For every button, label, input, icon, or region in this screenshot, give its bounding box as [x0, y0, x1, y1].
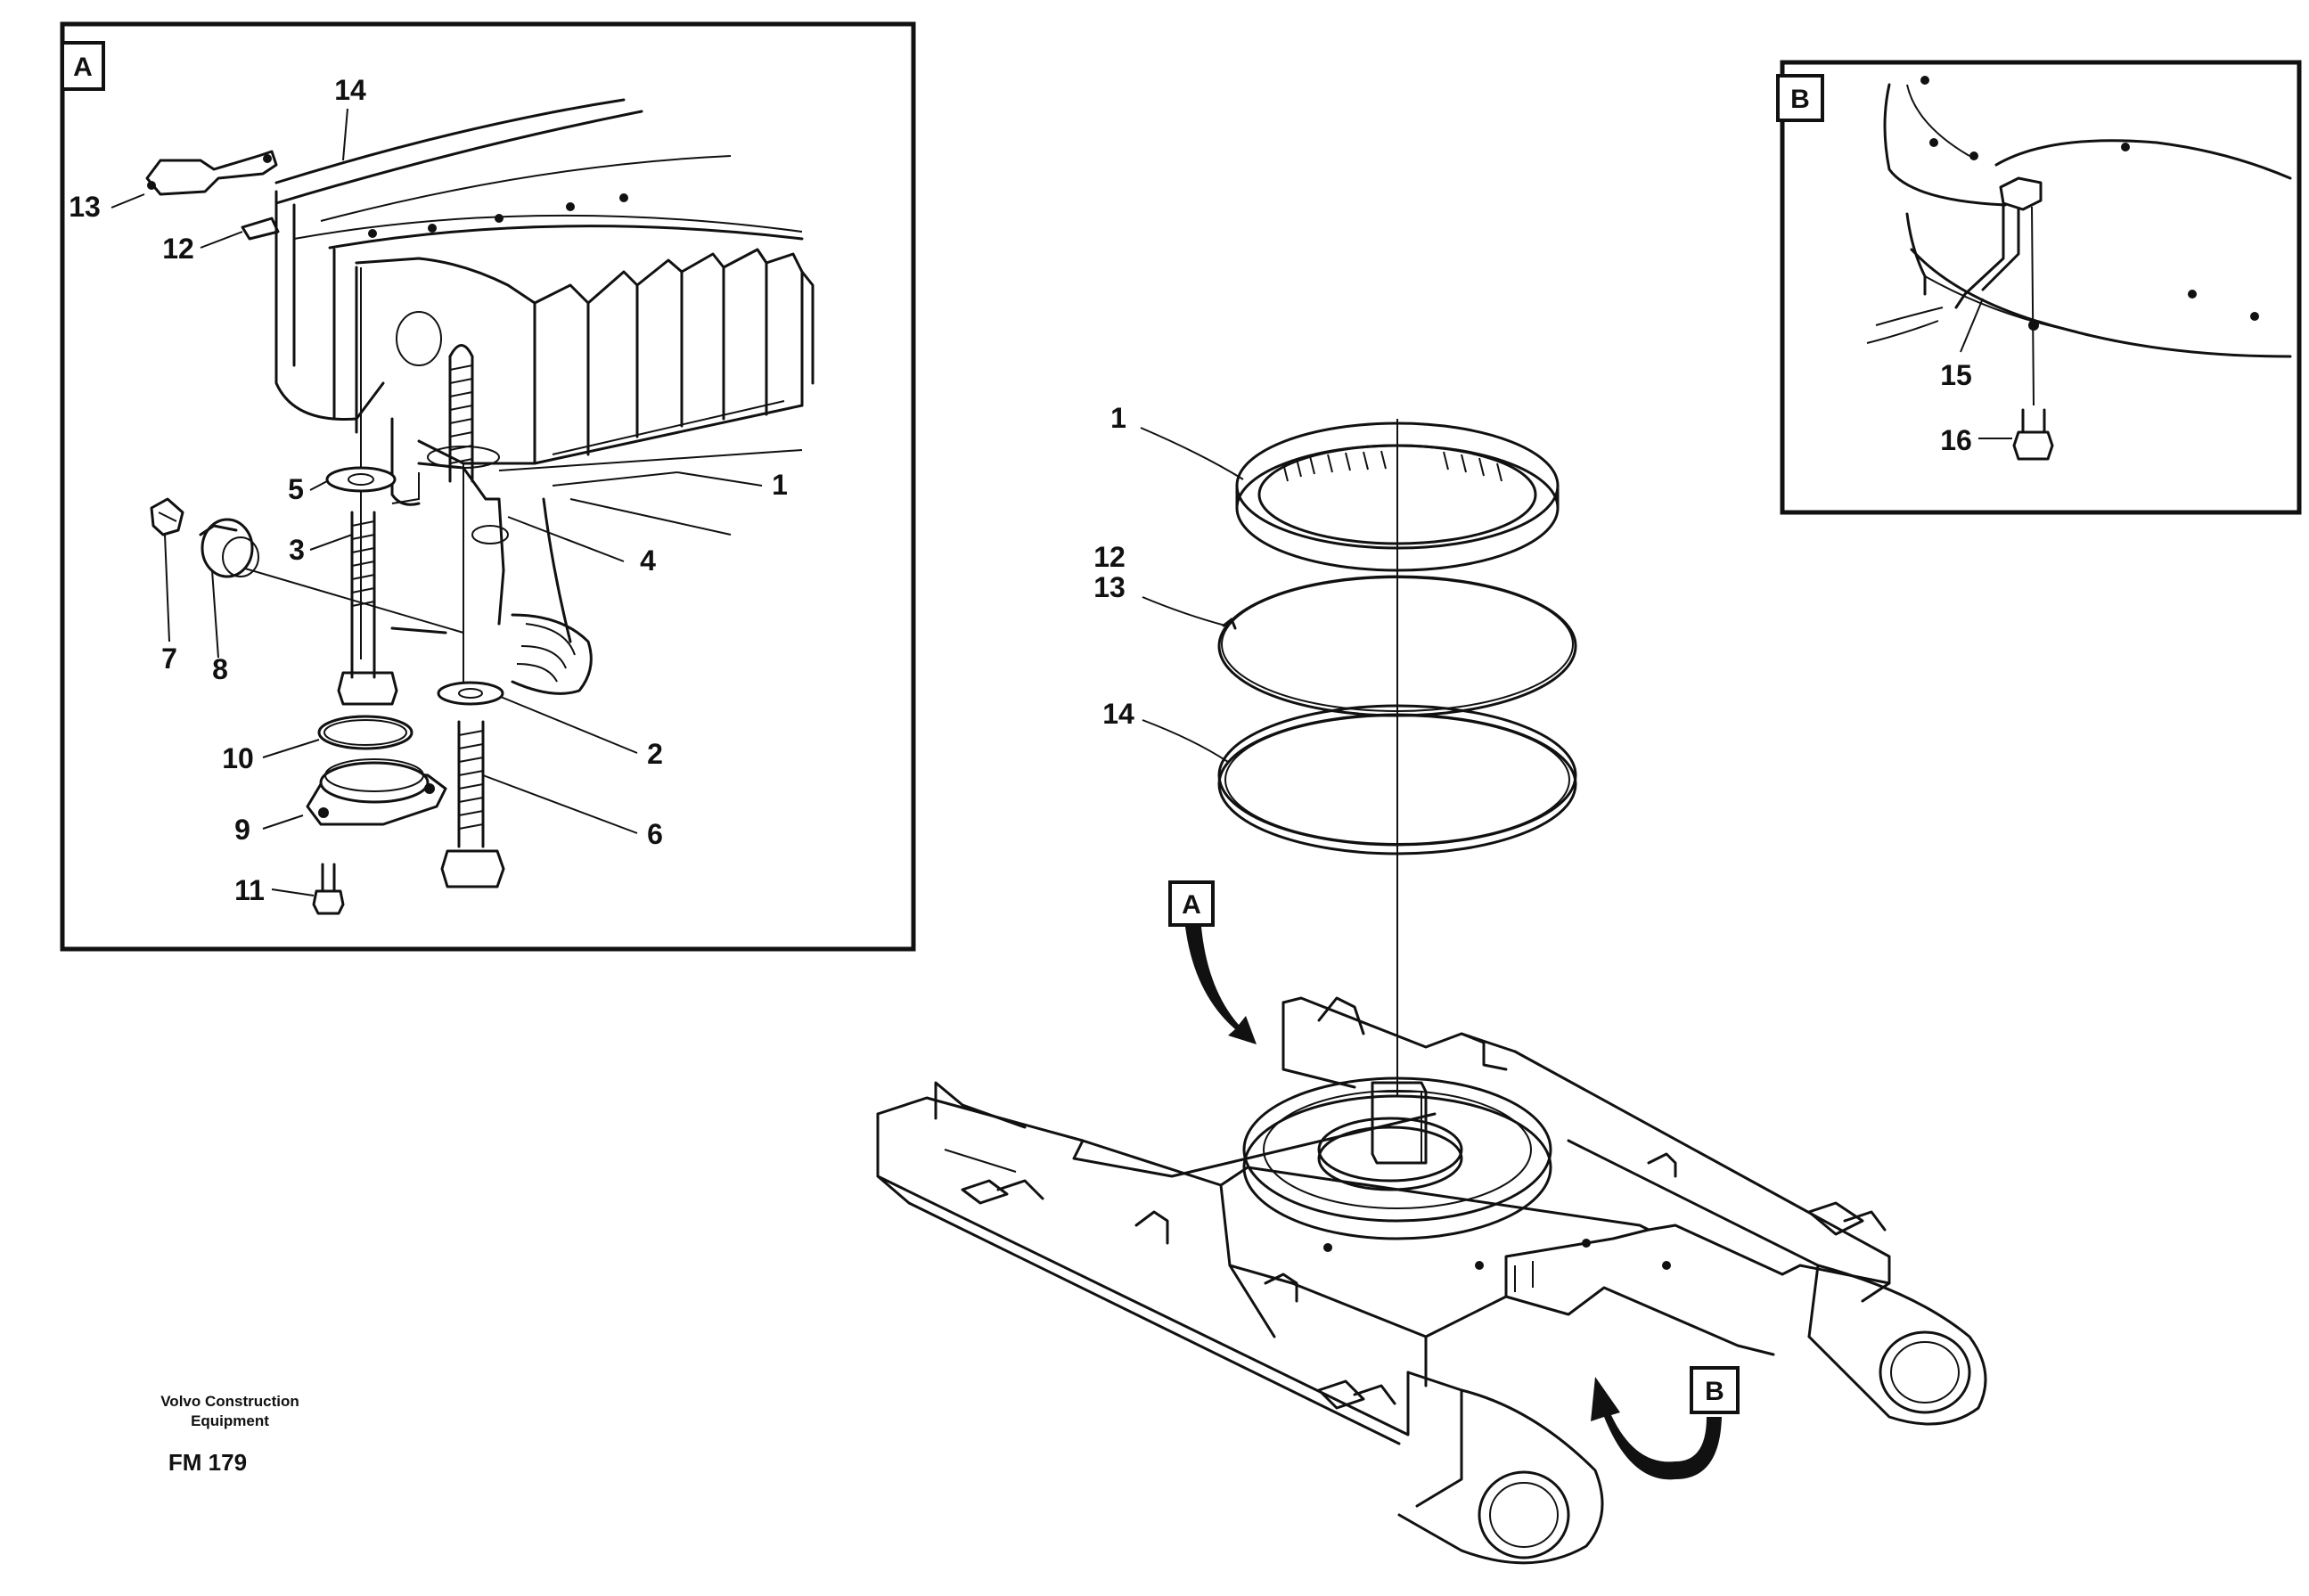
- detail-b-frame: [1780, 60, 2302, 515]
- ref-b-letter: B: [1705, 1377, 1724, 1406]
- callout-a-7: 7: [161, 642, 177, 675]
- slewing-ring-illustration: [235, 98, 815, 695]
- ref-a-letter: A: [1182, 890, 1201, 920]
- callout-a-8: 8: [212, 653, 228, 685]
- figure-code: FM 179: [168, 1449, 247, 1476]
- detail-a-letter: A: [73, 53, 93, 82]
- ref-b-box: [1690, 1366, 1740, 1414]
- detail-b-callouts: 15 16: [1940, 359, 1972, 456]
- frame-plate-illustration: [1866, 76, 2292, 406]
- main-exploded-view: 1 12 13 14 A B: [876, 402, 1987, 1565]
- bolt-6-assembly: [427, 344, 505, 888]
- callout-main-13: 13: [1093, 571, 1126, 603]
- detail-b-letter: B: [1790, 85, 1810, 114]
- main-ring-14: [1217, 704, 1577, 855]
- callout-a-5: 5: [288, 473, 304, 505]
- ref-a-arrow: [1185, 927, 1257, 1044]
- part-16-bolt: [2012, 408, 2054, 461]
- callout-a-10: 10: [222, 742, 254, 774]
- callout-a-1: 1: [772, 469, 788, 501]
- detail-b-leaders: [1960, 298, 2012, 439]
- callout-main-1: 1: [1110, 402, 1126, 434]
- part-9-flange-cover: [306, 758, 447, 826]
- undercarriage-frame: [876, 996, 1987, 1565]
- bolt-3-assembly: [325, 267, 398, 706]
- callout-a-14: 14: [334, 74, 366, 106]
- main-callouts: 1 12 13 14: [1093, 402, 1134, 730]
- detail-a-leaders: [111, 108, 763, 896]
- detail-a-frame: [60, 21, 916, 952]
- callout-a-4: 4: [640, 544, 656, 577]
- reference-arrow-a: A: [1168, 880, 1257, 1044]
- company-name-line1: Volvo Construction: [160, 1393, 299, 1410]
- callout-a-6: 6: [647, 818, 663, 850]
- detail-a-letter-box: [61, 41, 105, 91]
- callout-a-3: 3: [289, 534, 305, 566]
- callout-a-11: 11: [234, 874, 265, 906]
- part-10-o-ring: [317, 715, 413, 750]
- detail-a-panel: A: [60, 21, 916, 952]
- detail-a-callouts: 14 13 12 1 5 3 4 7 8 10 2 9 6 11: [69, 74, 788, 906]
- ref-a-box: [1168, 880, 1215, 927]
- part-12-pin: [241, 217, 280, 241]
- callout-a-12: 12: [162, 233, 194, 265]
- callout-a-13: 13: [69, 191, 101, 223]
- callout-main-14: 14: [1102, 698, 1134, 730]
- callout-main-12: 12: [1093, 541, 1126, 573]
- callout-b-16: 16: [1940, 424, 1972, 456]
- ref-b-arrow: [1591, 1377, 1722, 1480]
- detail-b-panel: B: [1776, 60, 2302, 515]
- company-name-line2: Equipment: [191, 1412, 269, 1429]
- part-13-connector: [145, 150, 278, 196]
- callout-b-15: 15: [1940, 359, 1972, 391]
- caption-block: Volvo Construction Equipment FM 179: [160, 1393, 299, 1476]
- part-11-bolt: [312, 863, 345, 915]
- callout-a-2: 2: [647, 738, 663, 770]
- main-slewing-bearing: [1235, 422, 1560, 572]
- part-7-grease-nipple: [150, 497, 184, 536]
- part-8-adapter: [199, 518, 259, 578]
- detail-b-letter-box: [1776, 74, 1824, 122]
- callout-a-9: 9: [234, 814, 250, 846]
- reference-arrow-b: B: [1591, 1366, 1740, 1480]
- main-leaders: [1140, 427, 1244, 763]
